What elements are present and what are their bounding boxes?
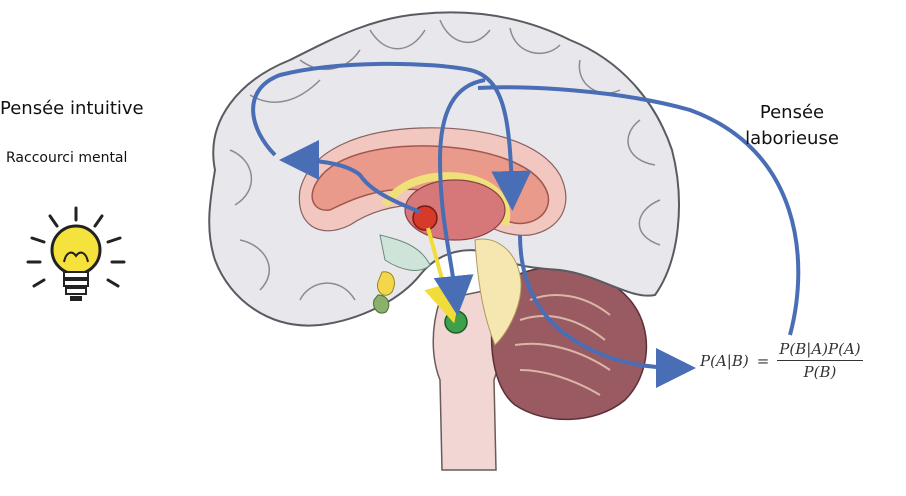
formula-equals: = bbox=[756, 351, 770, 370]
blue-arrow-to-formula bbox=[518, 234, 696, 388]
laborious-thinking-label: Pensée laborieuse bbox=[742, 100, 842, 152]
lightbulb-icon bbox=[26, 206, 126, 301]
cerebellum-folds bbox=[514, 294, 611, 396]
blue-arrow-loop-top bbox=[251, 61, 532, 211]
laborious-thinking-line2: laborieuse bbox=[745, 128, 839, 149]
blue-arrow-from-formula bbox=[477, 85, 801, 336]
formula-numerator: P(B|A)P(A) bbox=[777, 340, 863, 361]
blue-arrow-to-green bbox=[433, 78, 486, 316]
intuitive-thinking-label: Pensée intuitive bbox=[0, 98, 144, 119]
formula-denominator: P(B) bbox=[803, 363, 837, 381]
green-node bbox=[444, 310, 468, 334]
midbrain bbox=[474, 238, 522, 346]
blue-arrow-to-front bbox=[279, 140, 421, 214]
formula-fraction: P(B|A)P(A) P(B) bbox=[777, 340, 863, 381]
hypothalamus bbox=[379, 234, 431, 271]
bayes-formula: P(A|B) = P(B|A)P(A) P(B) bbox=[700, 340, 863, 381]
mammillary-body bbox=[373, 294, 390, 314]
laborious-thinking-line1: Pensée bbox=[759, 102, 825, 123]
mental-shortcut-label: Raccourci mental bbox=[6, 150, 128, 166]
cortex-gyri bbox=[229, 19, 661, 301]
pituitary bbox=[376, 271, 395, 296]
formula-lhs: P(A|B) bbox=[700, 351, 749, 370]
